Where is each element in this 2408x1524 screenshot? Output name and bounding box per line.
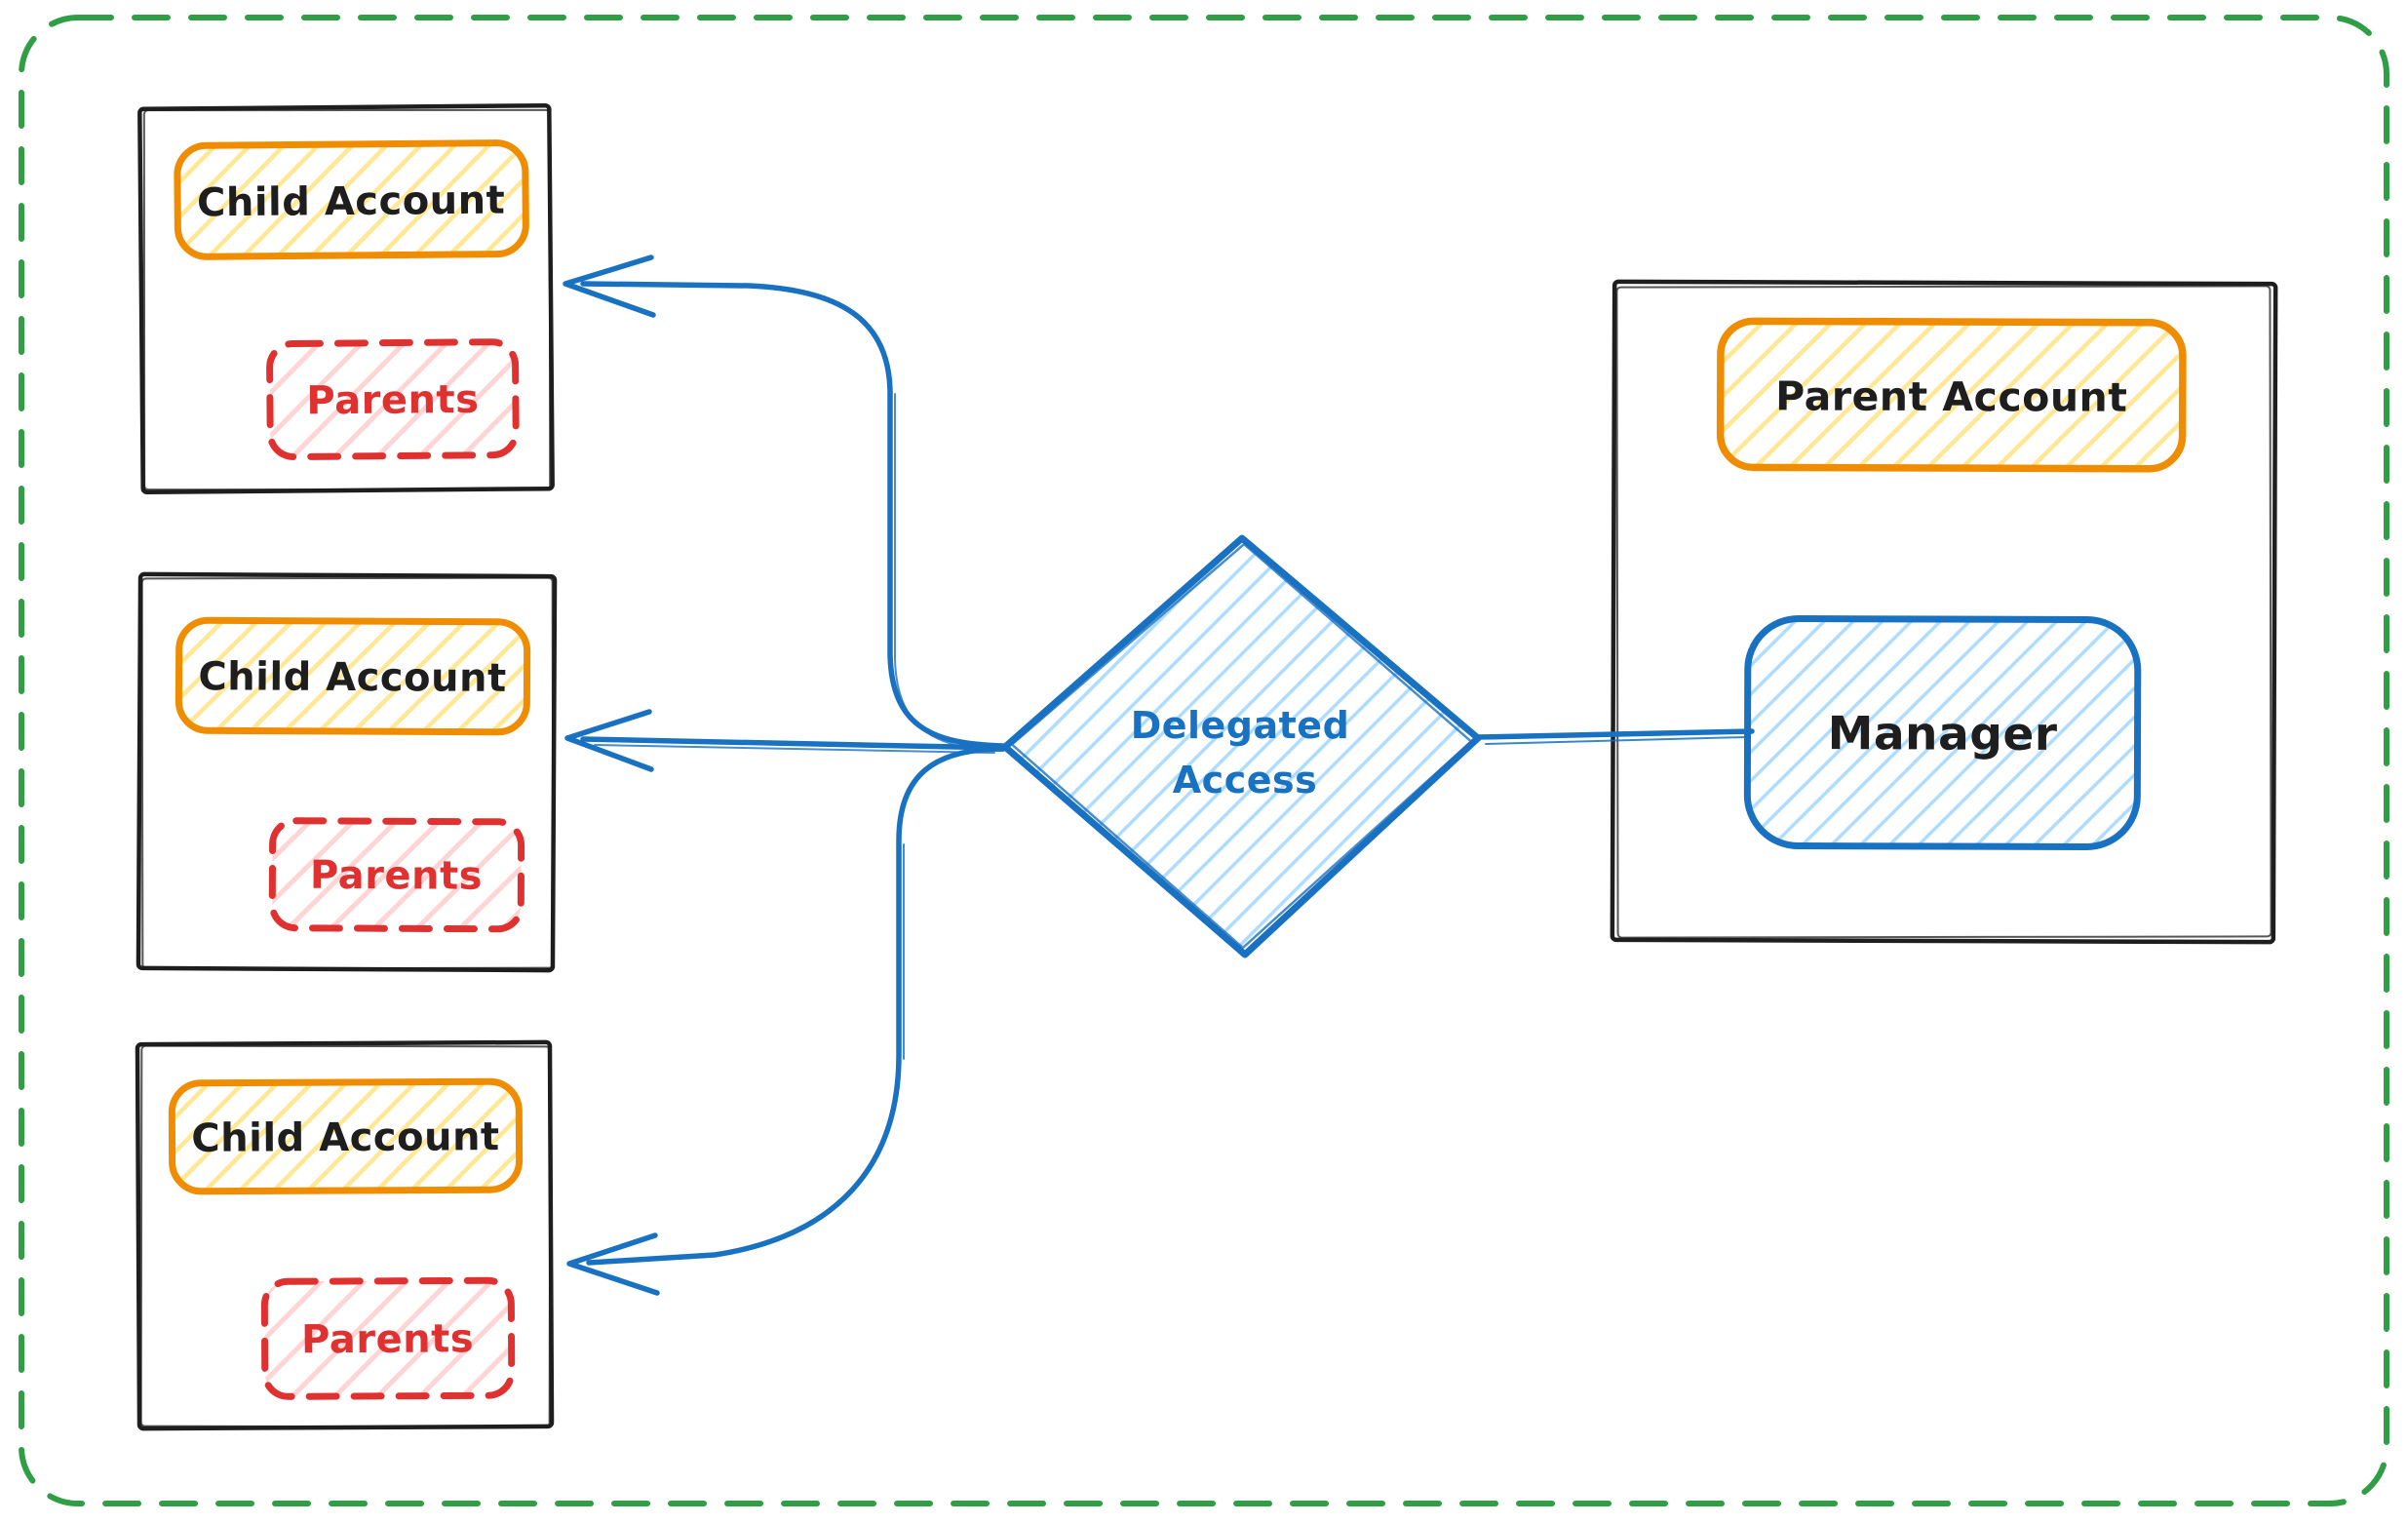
parents-dashed-box — [268, 817, 525, 933]
parents-label-text: Parents — [306, 377, 479, 424]
child-account-label-pill — [175, 616, 531, 736]
parent-account-card: Parent Account Manager — [1610, 279, 2278, 945]
arrowhead-child-3 — [566, 1232, 660, 1296]
decision-diamond — [1001, 534, 1482, 958]
parents-dashed-box — [260, 1276, 516, 1400]
child-account-box-sketch-echo — [139, 1044, 552, 1428]
child-account-label-pill — [168, 1077, 524, 1195]
child-account-label-text: Child Account — [197, 178, 506, 226]
manager-label-text: Manager — [1828, 707, 2058, 762]
child-account-card-1: Child Account Parents — [137, 102, 555, 495]
child-account-box-sketch-echo — [140, 576, 555, 970]
arrow-to-child-2 — [580, 736, 1006, 751]
parents-dashed-box — [266, 338, 520, 460]
parents-label-text: Parents — [310, 853, 483, 899]
child-account-card-3: Child Account Parents — [135, 1039, 555, 1431]
child-account-label-text: Child Account — [198, 654, 506, 701]
child-account-label-text: Child Account — [191, 1114, 499, 1161]
arrowhead-child-2 — [564, 709, 654, 772]
parent-account-label-text: Parent Account — [1775, 372, 2127, 420]
child-account-box-sketch-echo — [142, 108, 552, 491]
delegated-access-decision: Delegated Access — [1001, 534, 1482, 958]
child-account-label-pill — [174, 139, 529, 260]
decision-label-line1: Delegated — [1131, 704, 1350, 747]
manager-to-diamond-connector-echo — [1485, 736, 1746, 745]
arrow-to-child-2-echo — [594, 744, 995, 754]
arrow-to-child-1-echo — [894, 393, 1004, 752]
decision-label-line2: Access — [1173, 759, 1317, 801]
arrow-to-child-1 — [580, 281, 1006, 749]
dashed-frame-border — [19, 15, 2389, 1506]
parent-account-label-pill — [1716, 317, 2187, 473]
manager-to-diamond-connector — [1475, 728, 1755, 740]
arrowhead-child-1 — [563, 254, 656, 318]
parent-account-box-sketch-echo — [1615, 285, 2272, 939]
arrow-to-child-3 — [586, 746, 1006, 1266]
child-account-card-2: Child Account Parents — [136, 571, 558, 973]
connectors — [563, 254, 1755, 1296]
parents-label-text: Parents — [301, 1316, 474, 1362]
decision-diamond-sketch-echo — [1010, 542, 1473, 950]
